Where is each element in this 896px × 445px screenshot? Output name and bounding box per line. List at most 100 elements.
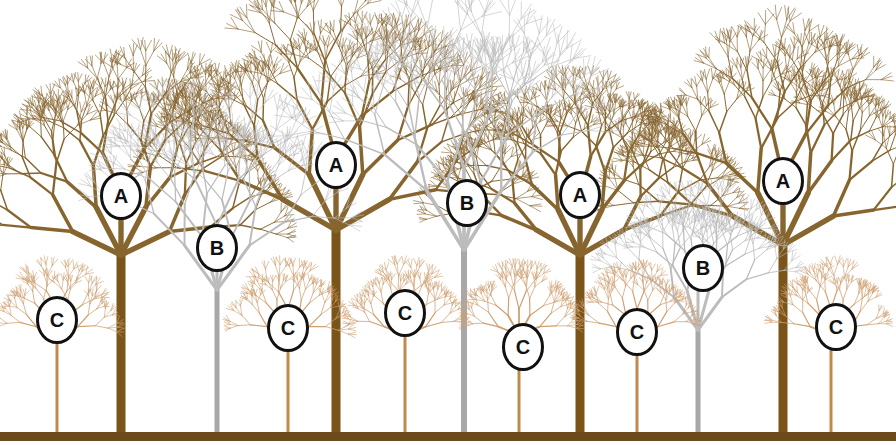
branch: [185, 163, 186, 195]
branch: [361, 22, 362, 37]
branch: [266, 42, 270, 52]
branch: [442, 120, 449, 142]
branch: [370, 14, 371, 24]
branch: [275, 212, 281, 222]
branch: [88, 85, 90, 94]
branch: [98, 110, 106, 111]
branch: [124, 78, 127, 87]
branch: [309, 129, 312, 174]
branch: [11, 150, 25, 157]
branch: [87, 57, 88, 68]
branch: [201, 64, 205, 75]
branch: [154, 43, 163, 51]
branch: [9, 166, 20, 174]
branch: [300, 39, 304, 48]
branch: [85, 77, 92, 83]
branch: [327, 85, 344, 101]
branch: [53, 195, 73, 232]
branch: [97, 63, 101, 78]
branch: [360, 127, 363, 174]
branch: [78, 62, 88, 68]
branch: [173, 61, 174, 77]
branch: [275, 51, 281, 55]
branch: [113, 81, 114, 89]
branch: [50, 122, 64, 128]
branch: [205, 75, 206, 92]
branch: [363, 140, 398, 174]
branch: [247, 18, 255, 33]
branch: [297, 68, 321, 103]
branch: [258, 171, 259, 183]
branch: [325, 46, 326, 60]
branch: [333, 0, 342, 6]
branch: [141, 38, 144, 50]
branch: [284, 48, 293, 54]
branch: [275, 216, 285, 222]
branch: [306, 24, 312, 34]
branch: [88, 68, 98, 79]
branch: [93, 166, 96, 207]
branch: [266, 0, 268, 6]
branch: [368, 1, 381, 4]
branch: [117, 113, 128, 124]
branch: [263, 99, 264, 120]
branch: [63, 109, 68, 121]
branch: [298, 0, 301, 3]
branch: [146, 40, 152, 50]
branch: [136, 85, 142, 94]
branch: [157, 56, 166, 63]
branch: [17, 130, 23, 142]
branch: [141, 50, 146, 66]
branch: [118, 68, 126, 79]
branch: [238, 60, 239, 71]
branch: [242, 20, 254, 32]
branch: [289, 63, 294, 78]
branch: [310, 23, 313, 35]
branch: [144, 109, 150, 121]
branch: [425, 35, 429, 46]
branch: [127, 100, 132, 109]
branch: [301, 0, 307, 3]
branch: [248, 62, 249, 72]
branch: [279, 1, 284, 11]
branch: [327, 77, 330, 102]
branch: [80, 102, 82, 112]
branch: [240, 225, 260, 229]
branch: [158, 79, 163, 87]
branch: [20, 129, 23, 141]
branch: [261, 41, 262, 53]
branch: [362, 12, 367, 22]
branch: [276, 234, 287, 237]
branch: [219, 98, 232, 99]
branch: [0, 213, 2, 225]
branch: [290, 19, 297, 40]
branch: [153, 119, 158, 127]
branch: [169, 45, 172, 56]
branch: [67, 182, 96, 208]
branch: [423, 105, 427, 130]
branch: [0, 225, 2, 230]
branch: [69, 90, 72, 97]
branch: [85, 94, 87, 106]
branch: [342, 21, 348, 32]
branch: [280, 63, 284, 73]
branch: [450, 80, 451, 90]
branch: [78, 74, 82, 81]
branch: [117, 79, 118, 98]
branch: [31, 228, 73, 232]
branch: [260, 222, 274, 229]
branch: [75, 96, 77, 107]
branch: [63, 121, 64, 139]
branch: [104, 63, 109, 77]
branch: [214, 76, 219, 85]
branch: [236, 156, 248, 157]
branch: [105, 96, 108, 121]
branch: [21, 108, 27, 115]
branch: [41, 120, 42, 137]
branch: [56, 139, 64, 163]
branch: [191, 53, 195, 63]
branch: [114, 81, 118, 88]
branch: [97, 79, 105, 97]
branch: [146, 51, 154, 65]
